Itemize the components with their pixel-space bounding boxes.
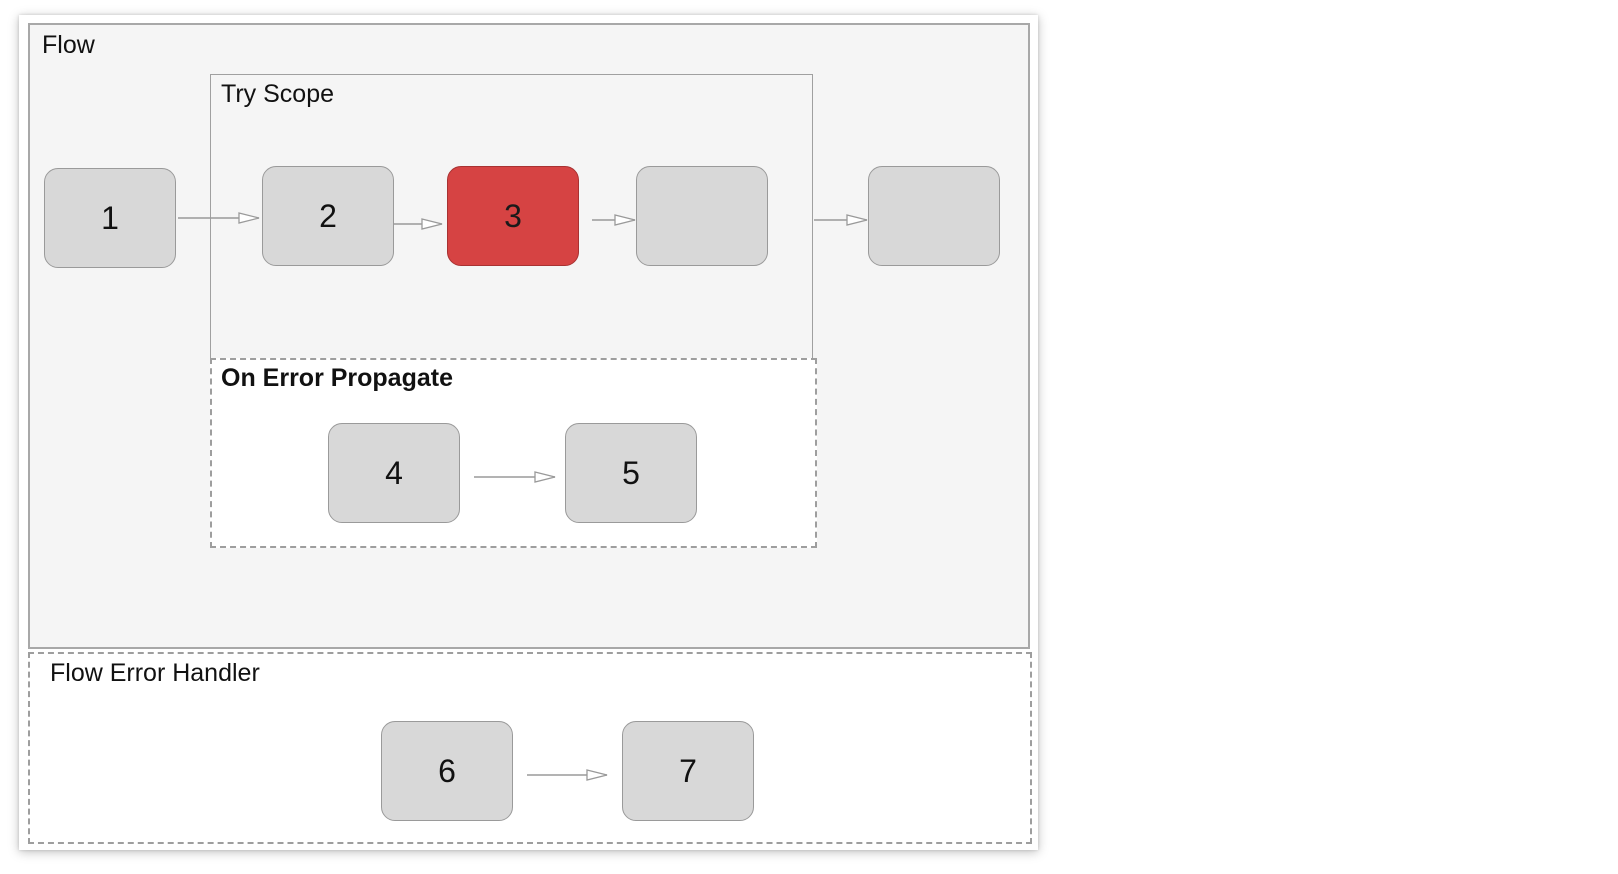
on-error-propagate-container [210,358,817,548]
on-error-propagate-title: On Error Propagate [221,364,453,392]
node-7[interactable]: 7 [622,721,754,821]
node-1[interactable]: 1 [44,168,176,268]
node-3-error[interactable]: 3 [447,166,579,266]
node-2[interactable]: 2 [262,166,394,266]
node-6[interactable]: 6 [381,721,513,821]
flow-title: Flow [42,31,95,59]
node-flow-end[interactable] [868,166,1000,266]
flow-error-handler-container [28,652,1032,844]
flow-error-handler-title: Flow Error Handler [50,659,260,687]
node-5[interactable]: 5 [565,423,697,523]
try-scope-title: Try Scope [221,80,335,108]
node-4[interactable]: 4 [328,423,460,523]
node-try-scope-end[interactable] [636,166,768,266]
